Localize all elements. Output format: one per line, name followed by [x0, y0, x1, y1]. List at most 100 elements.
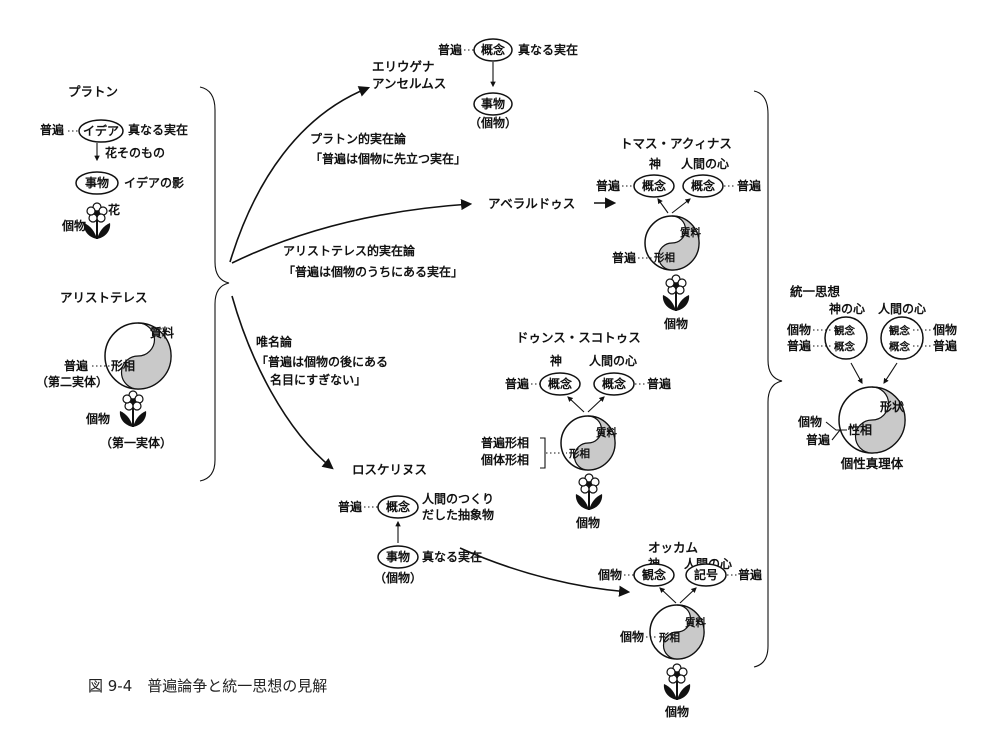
ockham-section: オッカム 神 人間の心 個物 観念 記号 普遍 質料 個物 形相 個物	[597, 540, 763, 719]
aristotle-second-substance: （第二実体）	[36, 374, 108, 389]
nominalism-arrow	[231, 295, 334, 470]
aristotle-first-substance: （第一実体）	[100, 435, 172, 450]
plato-flower-icon	[82, 202, 112, 240]
roscelin-section: ロスケリヌス 普遍 概念 人間のつくり だした抽象物 事物 真なる実在 （個物）	[338, 462, 494, 585]
scotus-concept-l: 概念	[548, 376, 572, 391]
nominalism-quote1: 「普遍は個物の後にある	[256, 354, 388, 369]
ockham-flower-icon	[662, 663, 692, 701]
eriugena-true-reality: 真なる実在	[518, 42, 578, 57]
aquinas-concept-l-oval	[633, 174, 675, 198]
plato-thing-oval	[75, 171, 119, 195]
ockham-individual: 個物	[619, 629, 644, 644]
scotus-section: ドゥンス・スコトゥス 神 人間の心 普遍 概念 概念 普遍 質料 普遍形相 個体…	[480, 330, 672, 530]
scotus-matter: 質料	[596, 426, 617, 439]
ockham-sign-oval	[685, 563, 727, 587]
plato-section: プラトン 普遍 イデア 真なる実在 花そのもの 事物 イデアの影 個物 花	[40, 84, 188, 240]
ockham-matter: 質料	[685, 616, 706, 629]
unification-human-mind: 人間の心	[878, 301, 926, 316]
aristotelian-quote: 「普遍は個物のうちにある実在」	[283, 264, 463, 279]
eriugena-name: エリウゲナ	[372, 59, 435, 74]
roscelin-human-made2: だした抽象物	[422, 507, 494, 522]
eriugena-thing: 事物	[481, 96, 505, 111]
aristotelian-title: アリストテレス的実在論	[283, 243, 416, 258]
plato-title: プラトン	[68, 84, 118, 99]
aquinas-title: トマス・アクィナス	[620, 136, 732, 151]
aristotle-section: アリストテレス 質料 普遍 形相 （第二実体） 個物 （第一実体）	[36, 290, 174, 450]
right-brace	[753, 90, 783, 668]
eriugena-thing-oval	[473, 92, 513, 116]
plato-flower-itself: 花そのもの	[105, 145, 165, 160]
scotus-individual: 個物	[575, 515, 600, 530]
ockham-title: オッカム	[648, 540, 699, 555]
scotus-human-mind: 人間の心	[589, 353, 637, 368]
unification-individual-r: 個物	[932, 322, 957, 337]
unification-human-circle	[880, 316, 924, 360]
figure-caption: 図 9-4 普遍論争と統一思想の見解	[88, 677, 327, 695]
scotus-form: 形相	[569, 447, 590, 460]
aquinas-god: 神	[649, 156, 661, 171]
aquinas-individual: 個物	[663, 316, 688, 331]
eriugena-section: 普遍 概念 真なる実在 エリウゲナ アンセルムス 事物 （個物）	[372, 38, 578, 130]
eriugena-individual: （個物）	[469, 115, 517, 130]
roscelin-human-made1: 人間のつくり	[422, 491, 494, 506]
ockham-form: 形相	[659, 631, 680, 644]
scotus-universal-form: 普遍形相	[481, 435, 529, 450]
scotus-title: ドゥンス・スコトゥス	[516, 330, 641, 345]
scotus-individual-form: 個体形相	[480, 452, 529, 467]
nominalism-quote2: 名目にすぎない」	[270, 372, 366, 387]
aquinas-form: 形相	[654, 251, 675, 264]
roscelin-title: ロスケリヌス	[352, 462, 427, 477]
platonic-quote: 「普遍は個物に先立つ実在」	[310, 151, 466, 166]
plato-individual: 個物	[61, 218, 86, 233]
scotus-god: 神	[550, 353, 562, 368]
ockham-individual-l: 個物	[597, 567, 622, 582]
aristotle-matter: 質料	[150, 325, 174, 340]
plato-idea: イデア	[83, 123, 119, 138]
scotus-concept-l-oval	[539, 372, 581, 396]
aristotle-flower-icon	[118, 390, 148, 428]
plato-flower: 花	[108, 202, 120, 217]
ockham-universal-r: 普遍	[738, 567, 763, 582]
roscelin-thing: 事物	[386, 549, 410, 564]
unification-universal: 普遍	[806, 432, 831, 447]
unification-concept-l: 概念	[834, 340, 855, 353]
unification-idea-l: 観念	[834, 324, 855, 337]
unification-nature: 性相	[847, 422, 872, 437]
eriugena-universal: 普遍	[438, 42, 463, 57]
scotus-universal-r: 普遍	[647, 376, 672, 391]
aquinas-concept-r-oval	[682, 174, 724, 198]
aristotle-individual: 個物	[85, 411, 110, 426]
aquinas-universal-l: 普遍	[596, 178, 621, 193]
roscelin-concept-oval	[377, 495, 419, 519]
aquinas-concept-l: 概念	[642, 178, 666, 193]
scotus-flower-icon	[574, 473, 604, 511]
aquinas-matter: 質料	[680, 226, 701, 239]
aquinas-universal: 普遍	[612, 250, 637, 265]
unification-shape: 形状	[880, 399, 905, 414]
ockham-arrow	[459, 547, 631, 597]
plato-universal: 普遍	[40, 122, 65, 137]
unification-individual-l: 個物	[786, 322, 811, 337]
roscelin-thing-oval	[377, 545, 419, 569]
ockham-idea-concept: 観念	[642, 567, 666, 582]
unification-universal-r: 普遍	[933, 338, 958, 353]
left-brace	[199, 86, 230, 482]
scotus-concept-r-oval	[593, 372, 635, 396]
plato-idea-shadow: イデアの影	[124, 175, 184, 190]
aquinas-universal-r: 普遍	[737, 178, 762, 193]
plato-idea-oval	[78, 119, 124, 143]
aristotle-form: 形相	[111, 358, 135, 373]
aristotle-title: アリストテレス	[60, 290, 148, 305]
unification-individual: 個物	[797, 414, 822, 429]
platonic-arrow	[229, 86, 371, 263]
unification-section: 統一思想 神の心 人間の心 個物 観念 普遍 概念 観念 個物 概念 普遍 形状…	[786, 284, 958, 471]
platonic-title: プラトン的実在論	[310, 131, 407, 146]
eriugena-concept-oval	[473, 38, 513, 62]
unification-truth-body: 個性真理体	[840, 456, 904, 471]
unification-universal-l: 普遍	[787, 338, 812, 353]
plato-thing: 事物	[85, 175, 109, 190]
ockham-individual-bottom: 個物	[664, 704, 689, 719]
unification-concept-r: 概念	[889, 340, 910, 353]
ockham-idea-concept-oval	[633, 563, 675, 587]
